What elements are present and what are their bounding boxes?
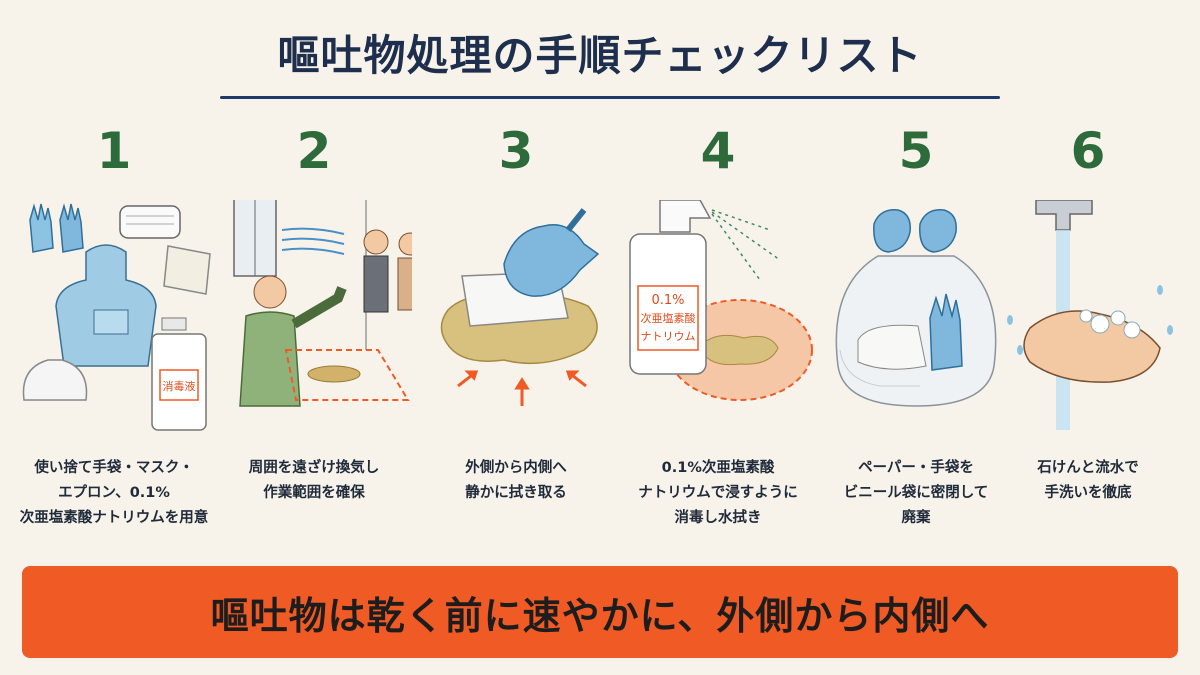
spray-mist-icon <box>711 209 781 281</box>
spill-area-icon <box>284 349 410 401</box>
step-number: 2 <box>296 122 332 180</box>
step-description: 外側から内側へ 静かに拭き取る <box>465 460 567 501</box>
inward-arrows-icon <box>457 370 587 406</box>
paper-towel-icon <box>163 245 211 295</box>
step-description: 使い捨て手袋・マスク・ エプロン、0.1% 次亜塩素酸ナトリウムを用意 <box>19 460 209 526</box>
step-number: 4 <box>700 122 736 180</box>
step-number: 5 <box>898 122 934 180</box>
summary-banner: 嘔吐物は乾く前に速やかに、外側から内側へ <box>22 566 1178 658</box>
towel-icon <box>857 324 927 370</box>
faucet-icon <box>1035 200 1093 231</box>
step-1: 1 消毒液 使い捨て手袋・マスク・ エプロン、0.1% 次 <box>16 112 212 552</box>
step-4: 4 0.1% 次亜塩素酸 ナトリウム 0.1%次亜塩素酸 ナトリウムで浸すように… <box>620 112 816 552</box>
title-underline <box>220 96 1000 99</box>
step-number: 6 <box>1070 122 1106 180</box>
window-icon <box>233 200 277 277</box>
bystanders-icon <box>363 229 412 313</box>
trash-bag-icon <box>22 359 88 401</box>
gloves-icon <box>29 203 84 253</box>
mask-icon <box>119 205 181 239</box>
spray-bottle-icon: 0.1% 次亜塩素酸 ナトリウム <box>629 200 712 375</box>
wind-icon <box>281 227 345 255</box>
disinfect-illustration: 0.1% 次亜塩素酸 ナトリウム <box>629 200 813 401</box>
person-icon <box>239 275 347 407</box>
step-description: 石けんと流水で 手洗いを徹底 <box>1037 460 1139 501</box>
hands-tying-icon <box>873 209 957 253</box>
spray-bottle-icon: 消毒液 <box>151 317 207 431</box>
banner-text: 嘔吐物は乾く前に速やかに、外側から内側へ <box>210 593 990 638</box>
step-description: ペーパー・手袋を ビニール袋に密閉して 廃棄 <box>843 460 989 526</box>
step-2: 2 周囲を遠ざけ換気し 作業範囲を確保 <box>216 112 412 552</box>
glove-hand-icon <box>503 208 600 297</box>
page-title: 嘔吐物処理の手順チェックリスト <box>277 31 923 80</box>
dispose-illustration <box>835 209 997 407</box>
ventilate-illustration <box>233 200 412 407</box>
handwash-illustration <box>1007 200 1173 430</box>
glove-icon <box>929 293 963 371</box>
step-number: 1 <box>96 122 132 180</box>
wipe-illustration <box>440 208 600 406</box>
svg-text:ナトリウム: ナトリウム <box>641 330 696 343</box>
svg-text:0.1%: 0.1% <box>651 293 684 308</box>
apron-icon <box>55 244 157 367</box>
soapy-hands-icon <box>1023 309 1161 383</box>
step-description: 周囲を遠ざけ換気し 作業範囲を確保 <box>248 460 380 501</box>
bottle-label: 消毒液 <box>163 379 196 393</box>
supplies-illustration: 消毒液 <box>22 203 211 431</box>
step-number: 3 <box>498 122 534 180</box>
step-3: 3 外側から内側へ 静かに拭き取る <box>418 112 614 552</box>
step-5: 5 ペーパー・手袋を ビニール袋に密閉して 廃棄 <box>818 112 1014 552</box>
water-drops-icon <box>1007 285 1173 355</box>
step-description: 0.1%次亜塩素酸 ナトリウムで浸すように 消毒し水拭き <box>638 460 798 526</box>
svg-text:次亜塩素酸: 次亜塩素酸 <box>641 311 696 325</box>
step-6: 6 石けんと流水で 手洗いを徹底 <box>990 112 1186 552</box>
